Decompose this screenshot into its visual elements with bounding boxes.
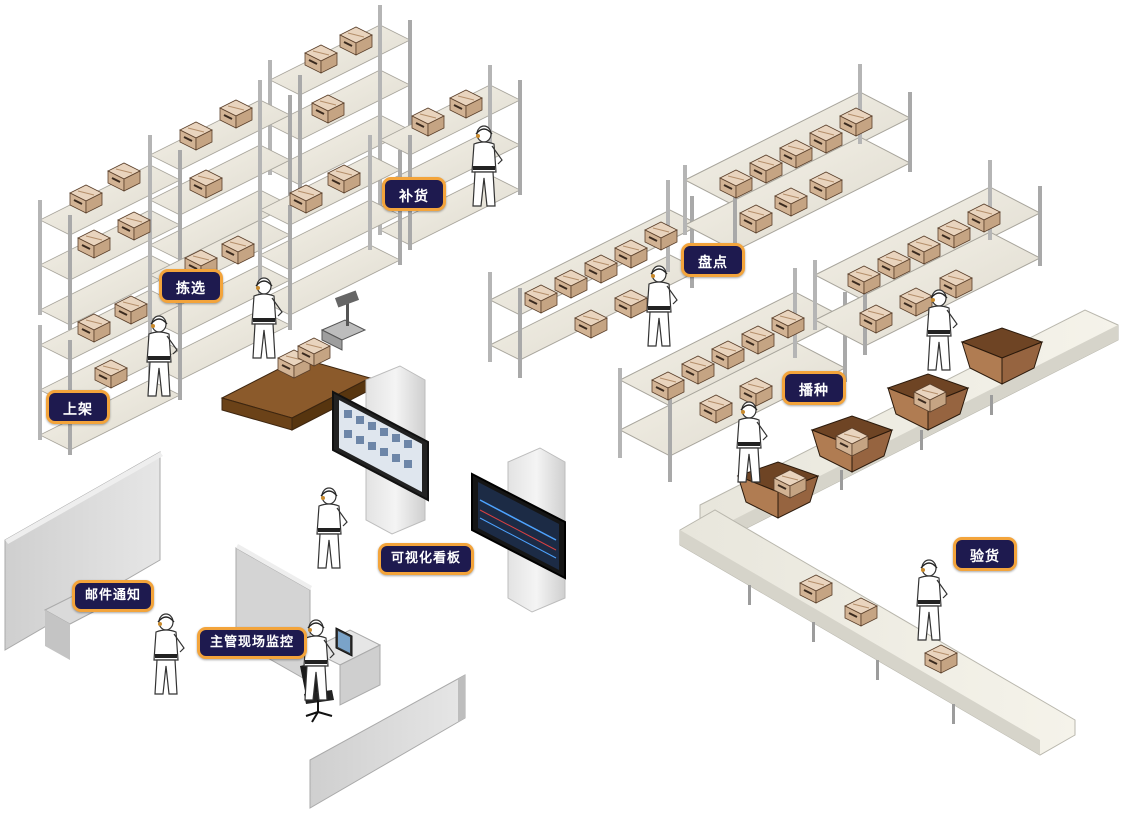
worker-dashboard [316, 487, 348, 569]
weighing-scale-icon [320, 290, 367, 351]
display-board-icon [332, 390, 429, 502]
worker-inspection [916, 559, 948, 641]
label-email: 邮件通知 [72, 580, 155, 612]
label-supervisor: 主管现场监控 [197, 627, 308, 659]
label-dashboard: 可视化看板 [378, 543, 475, 575]
label-restock: 补货 [382, 177, 446, 211]
worker-email [153, 613, 185, 695]
label-shelving: 上架 [46, 390, 110, 424]
label-inventory: 盘点 [681, 243, 745, 277]
label-picking: 拣选 [159, 269, 223, 303]
label-inspection: 验货 [953, 537, 1017, 571]
conveyor-belt-lower [679, 509, 1076, 756]
desk-monitor-icon [335, 627, 353, 657]
dark-display-board-icon [471, 472, 566, 580]
partition-wall-left [4, 451, 163, 660]
pallet [220, 337, 372, 431]
label-seeding: 播种 [782, 371, 846, 405]
